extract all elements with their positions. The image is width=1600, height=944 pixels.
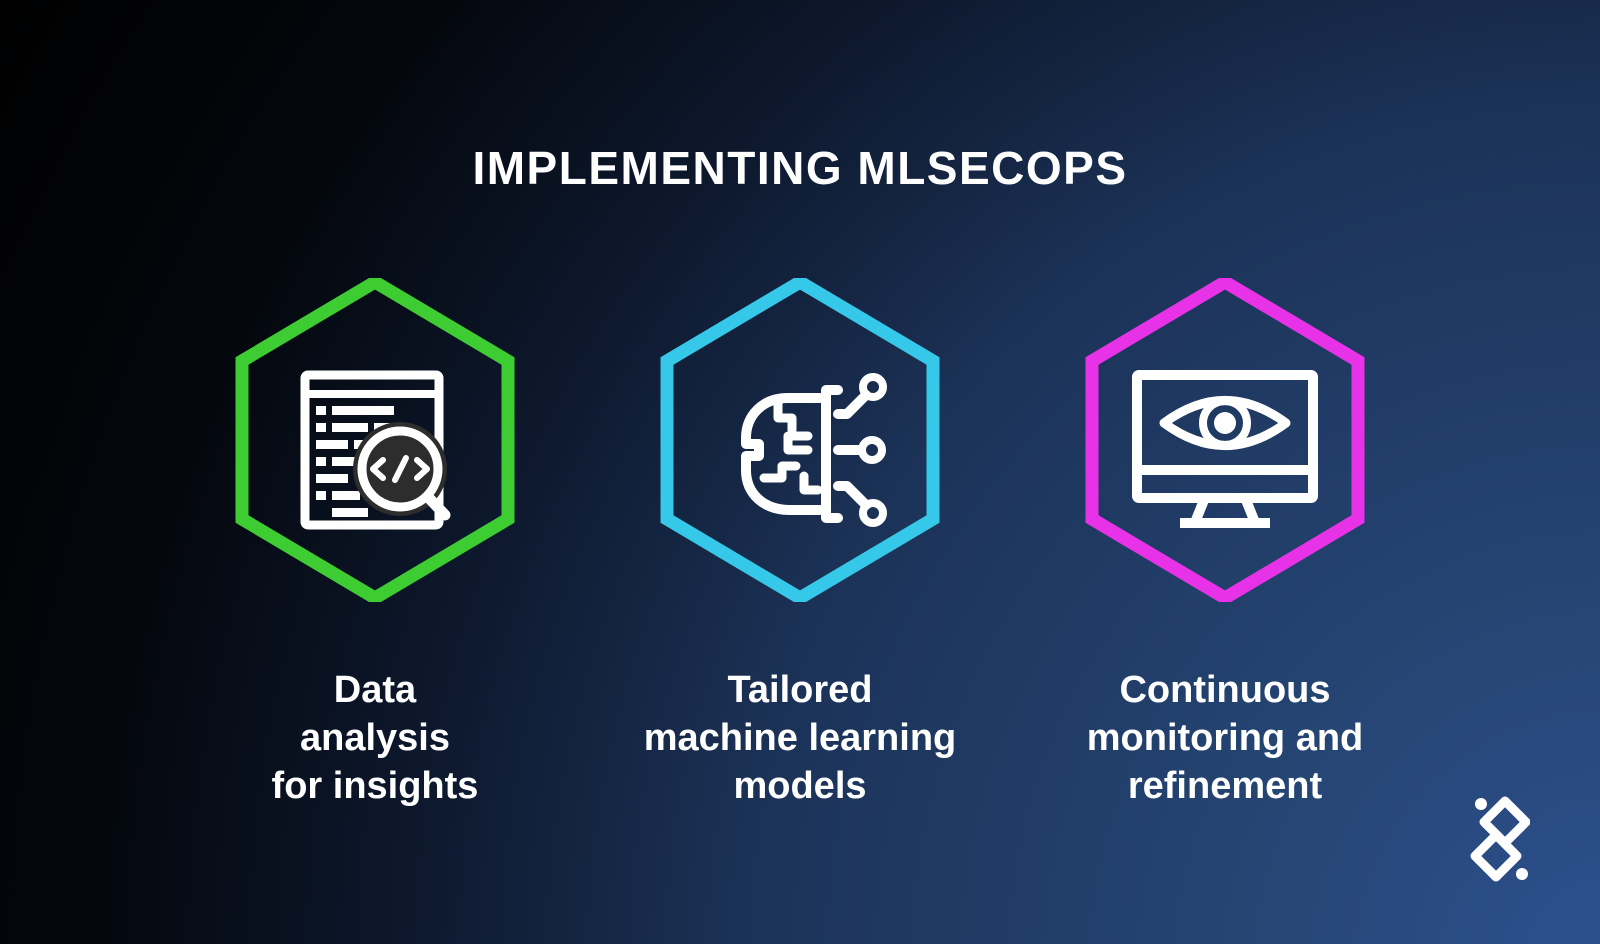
hexagon-card	[660, 278, 940, 602]
hexagon-card	[235, 278, 515, 602]
hexagon-shape	[235, 278, 515, 602]
step-item-monitoring: Continuous monitoring and refinement	[1013, 278, 1438, 810]
brain-circuit-icon	[741, 373, 887, 527]
hexagon-row: Data analysis for insights	[0, 278, 1600, 810]
step-item-ml-models: Tailored machine learning models	[588, 278, 1013, 810]
step-label: Tailored machine learning models	[643, 669, 957, 807]
step-label: Continuous monitoring and refinement	[1086, 669, 1364, 807]
hexagon-card	[1085, 278, 1365, 602]
brand-logo-icon	[1470, 796, 1530, 882]
step-label: Data analysis for insights	[271, 669, 479, 807]
code-analysis-icon	[300, 370, 451, 530]
step-item-data-analysis: Data analysis for insights	[163, 278, 588, 810]
monitor-eye-icon	[1132, 370, 1318, 528]
hexagon-shape	[660, 278, 940, 602]
hexagon-shape	[1085, 278, 1365, 602]
page-title: IMPLEMENTING MLSECOPS	[472, 141, 1128, 194]
